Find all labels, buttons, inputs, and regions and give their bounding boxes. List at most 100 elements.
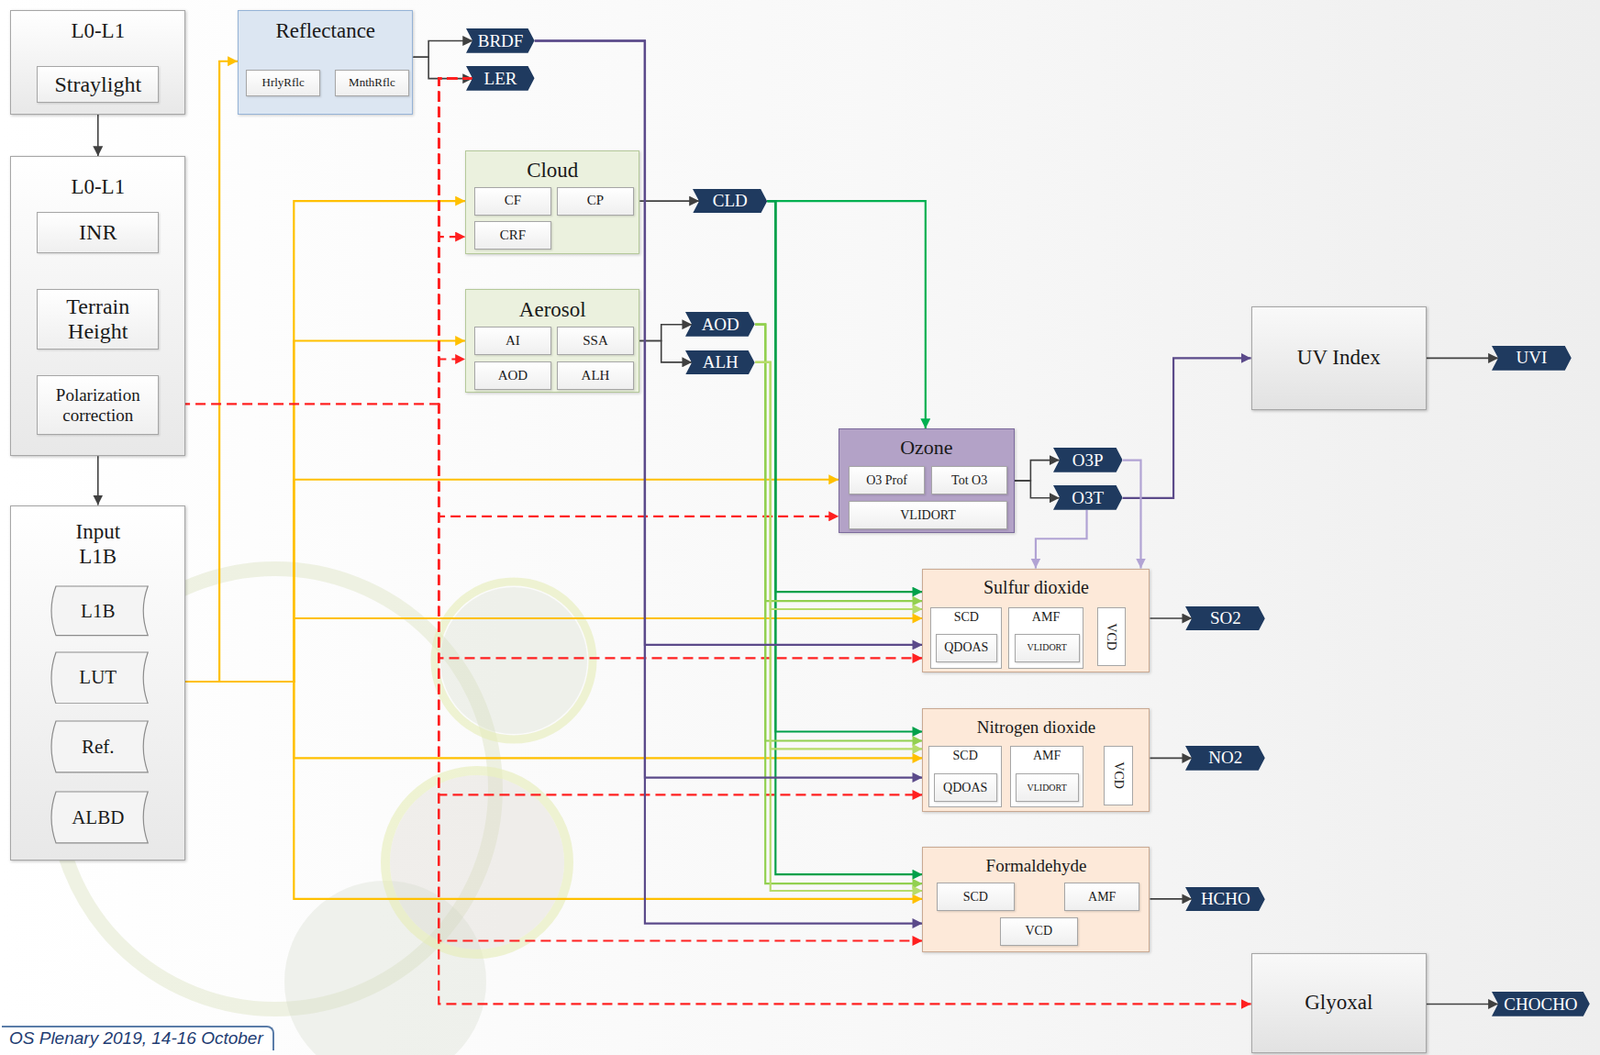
node-label: ALH <box>702 352 739 373</box>
connector-arrow <box>639 324 692 342</box>
shape-outline <box>1185 887 1266 912</box>
output-tag: SO2 <box>1185 606 1266 632</box>
connector-arrow <box>412 56 473 78</box>
connector-arrow <box>1149 757 1192 760</box>
node-label: AMF <box>1088 889 1116 905</box>
node-label: NO2 <box>1208 747 1243 768</box>
data-store: ALBD <box>46 790 149 845</box>
node-label: LER <box>484 68 518 89</box>
module-box: ReflectanceHrlyRflcMnthRflc <box>237 10 413 114</box>
node-label: Straylight <box>54 72 142 99</box>
module-box: Nitrogen dioxideSCD QDOAS AMF VLIDORT VCD <box>922 708 1150 812</box>
node-label: HCHO <box>1200 888 1251 910</box>
process-box: VLIDORT <box>1015 773 1079 802</box>
node-label: UV Index <box>1297 345 1381 370</box>
node-label: ALH <box>581 367 611 384</box>
node-label: Aerosol <box>466 298 639 323</box>
connector-arrow <box>1149 898 1192 900</box>
shape-outline <box>692 188 767 214</box>
output-tag: ALH <box>685 350 756 376</box>
output-tag: CLD <box>692 188 767 214</box>
node-label: CP <box>587 192 604 209</box>
output-tag: AOD <box>685 311 756 337</box>
background-ring <box>385 770 569 955</box>
method-box: AMF VLIDORT <box>1008 607 1084 669</box>
node-label: VLIDORT <box>1027 642 1067 654</box>
node-label: LUT <box>78 666 117 689</box>
product-box: UV Index <box>1251 306 1427 411</box>
process-box: QDOAS <box>935 633 998 663</box>
connector-arrow <box>1426 1003 1499 1006</box>
shape-outline <box>1185 745 1266 771</box>
output-tag: O3P <box>1053 447 1123 473</box>
process-box: HrlyRflc <box>245 69 321 97</box>
module-box: Sulfur dioxideSCD QDOAS AMF VLIDORT VCD <box>922 568 1150 673</box>
connector-arrow <box>412 40 473 57</box>
method-box: SCD QDOAS <box>930 607 1002 669</box>
connector-arrow <box>185 200 466 682</box>
process-box: CP <box>556 187 634 216</box>
connector-arrow <box>1035 510 1088 568</box>
output-tag: O3T <box>1053 485 1123 511</box>
process-box: CRF <box>474 221 551 250</box>
process-group: Input L1BL1BLUTRef.ALBD <box>10 505 186 861</box>
connector-arrow <box>639 200 700 202</box>
process-box: CF <box>474 187 551 216</box>
shape-outline <box>1053 485 1123 511</box>
node-label: SCD <box>931 610 1001 625</box>
process-box: AI <box>474 326 551 356</box>
node-label: SCD <box>929 748 1001 764</box>
vcd-box: VCD <box>1097 607 1126 667</box>
connector-arrow <box>438 78 839 517</box>
node-label: AOD <box>498 367 529 384</box>
process-box: VLIDORT <box>1014 633 1080 663</box>
node-label: QDOAS <box>943 780 988 796</box>
shape-outline <box>1053 447 1123 473</box>
node-label: CLD <box>712 190 748 212</box>
module-box: AerosolAI SSA AOD ALH <box>465 288 640 393</box>
node-label: AMF <box>1009 610 1083 625</box>
connector-arrow <box>766 200 923 592</box>
background-disc <box>440 587 588 734</box>
connector-arrow <box>1149 617 1192 620</box>
connector-arrow <box>1014 480 1060 499</box>
node-label: AI <box>505 333 521 349</box>
connector-arrow <box>97 455 100 505</box>
process-box: ALH <box>556 361 634 390</box>
node-label: Terrain Height <box>39 294 156 345</box>
connector-arrow <box>185 61 238 682</box>
vcd-box: VCD <box>1103 745 1133 806</box>
node-label: L1B <box>80 600 115 623</box>
node-label: L0-L1 <box>11 19 185 44</box>
module-box: FormaldehydeSCDAMFVCD <box>922 846 1150 953</box>
module-box: CloudCFCPCRF <box>465 150 640 255</box>
data-store: Ref. <box>46 720 149 774</box>
node-label: Sulfur dioxide <box>922 577 1149 599</box>
node-label: HrlyRflc <box>262 76 305 90</box>
node-label: AMF <box>1011 748 1083 764</box>
connector-arrow <box>185 479 839 682</box>
connector-arrow <box>185 618 923 682</box>
node-label: UVI <box>1516 347 1548 368</box>
node-label: Nitrogen dioxide <box>922 717 1149 738</box>
output-tag: LER <box>466 66 535 91</box>
node-label: MnthRflc <box>348 76 396 90</box>
connector-arrow <box>766 200 923 875</box>
background-ring <box>434 581 593 740</box>
node-label: VCD <box>1103 622 1119 651</box>
connector-arrow <box>438 78 1251 1005</box>
node-label: CHOCHO <box>1503 994 1578 1015</box>
process-group: L0-L1INRTerrain HeightPolarization corre… <box>10 155 186 456</box>
process-box: INR <box>36 211 159 253</box>
process-box: Straylight <box>36 66 159 103</box>
node-label: BRDF <box>477 31 524 52</box>
node-label: VCD <box>1024 923 1053 939</box>
node-label: VCD <box>1111 762 1126 790</box>
output-tag: NO2 <box>1185 745 1266 771</box>
output-tag: CHOCHO <box>1491 991 1590 1017</box>
node-label: VLIDORT <box>1026 782 1067 794</box>
connector-arrow <box>97 114 100 157</box>
node-label: SSA <box>582 333 609 349</box>
process-box: Polarization correction <box>36 375 159 435</box>
